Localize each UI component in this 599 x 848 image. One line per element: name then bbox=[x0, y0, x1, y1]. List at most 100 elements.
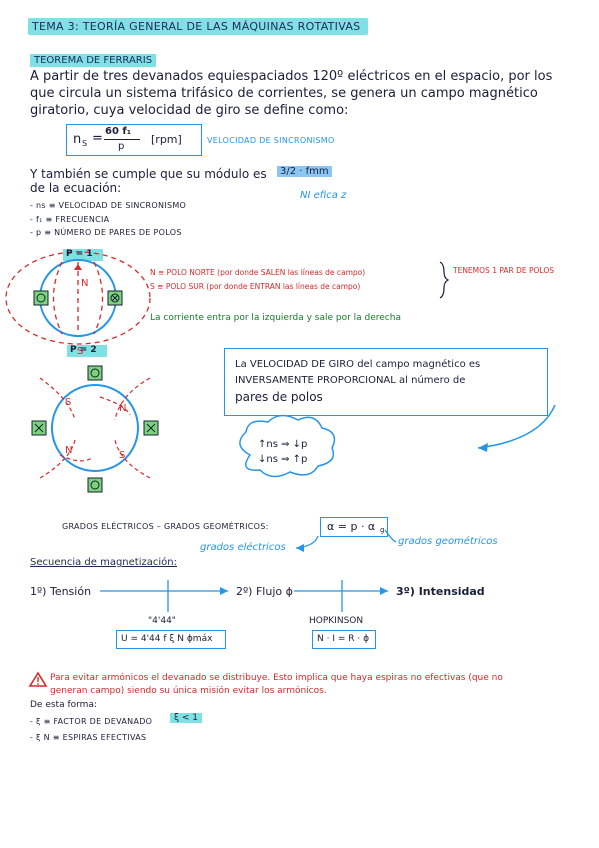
sequence-arrow-1-head-icon bbox=[220, 587, 228, 595]
page-title: TEMA 3: TEORÍA GENERAL DE LAS MÁQUINAS R… bbox=[28, 18, 369, 35]
equation-line: de la ecuación: bbox=[30, 181, 122, 195]
p2-field-line bbox=[114, 439, 151, 479]
cloud-text: ↑ns ⇒ ↓p ↓ns ⇒ ↑p bbox=[258, 437, 307, 467]
intro-paragraph: A partir de tres devanados equiespaciado… bbox=[30, 68, 590, 119]
definition-item: - f₁ ≡ FRECUENCIA bbox=[30, 214, 110, 224]
p1-label-highlight bbox=[63, 249, 103, 261]
cloud-line: ↑ns ⇒ ↓p bbox=[258, 439, 308, 450]
cloud-shape bbox=[239, 414, 336, 478]
degrees-text: GRADOS ELÉCTRICOS – GRADOS GEOMÉTRICOS: bbox=[62, 522, 269, 531]
formula-lhs-sub: S bbox=[82, 139, 88, 148]
warning-line: generan campo) siendo su única misión ev… bbox=[50, 686, 327, 696]
law2-formula: N · I = R · ϕ bbox=[312, 630, 376, 649]
p2-field-line bbox=[59, 454, 93, 462]
p2-field-line bbox=[39, 377, 76, 421]
definition-item: - ns ≡ VELOCIDAD DE SINCRONISMO bbox=[30, 201, 187, 210]
p2-label-highlight bbox=[67, 345, 107, 357]
formula-lhs: n bbox=[73, 132, 82, 147]
xi-highlight: ξ < 1 bbox=[170, 713, 203, 723]
synchronism-label: VELOCIDAD DE SINCRONISMO bbox=[207, 136, 335, 145]
definitions-list: - ns ≡ VELOCIDAD DE SINCRONISMO - f₁ ≡ F… bbox=[30, 199, 186, 240]
p2-coil-top-icon bbox=[90, 368, 100, 378]
step-tension: 1º) Tensión bbox=[30, 585, 92, 598]
modulus-line: Y también se cumple que su módulo es bbox=[30, 167, 267, 181]
info-arrow-head-icon bbox=[478, 443, 488, 452]
law1-formula: U = 4'44 f ξ N ϕmáx bbox=[116, 630, 226, 649]
warning-text: Para evitar armónicos el devanado se dis… bbox=[50, 672, 595, 698]
inverse-proportion-box: La VELOCIDAD DE GIRO del campo magnético… bbox=[224, 348, 548, 416]
warning-line: Para evitar armónicos el devanado se dis… bbox=[50, 673, 503, 683]
p1-label: P = 1 bbox=[66, 249, 93, 259]
p2-coil-bottom-icon bbox=[90, 480, 100, 490]
step-flux: 2º) Flujo ϕ bbox=[236, 585, 293, 598]
p2-coil-left-cross-icon bbox=[34, 423, 44, 433]
formula-denominator: p bbox=[118, 141, 125, 152]
law2-name: HOPKINSON bbox=[309, 616, 364, 626]
electric-arrow bbox=[295, 535, 319, 549]
p2-pole-n2: N bbox=[65, 445, 73, 456]
p1-coil-left bbox=[33, 290, 49, 306]
fraction-bar bbox=[104, 139, 140, 140]
intro-line: A partir de tres devanados equiespaciado… bbox=[30, 69, 553, 84]
form-line: De esta forma: bbox=[30, 700, 97, 710]
degrees-formula-sub: g bbox=[380, 526, 385, 534]
p2-field-line bbox=[39, 439, 76, 479]
formula-equals: = bbox=[92, 131, 103, 146]
p2-field-line bbox=[99, 396, 131, 416]
p1-arrow-icon bbox=[74, 264, 82, 270]
cloud-line: ↓ns ⇒ ↑p bbox=[258, 454, 308, 465]
synchronism-formula-box: n S = 60 f₁ p [rpm] bbox=[66, 124, 202, 156]
p2-pole-s1: S bbox=[65, 397, 72, 408]
warning-items: - ξ ≡ FACTOR DE DEVANADO - ξ N ≡ ESPIRAS… bbox=[30, 714, 152, 746]
p2-pole-n1: N bbox=[119, 403, 127, 414]
formula-unit: [rpm] bbox=[151, 133, 182, 146]
p2-label: P = 2 bbox=[70, 345, 97, 355]
p2-coil-top bbox=[87, 365, 103, 381]
intro-line: que circula un sistema trifásico de corr… bbox=[30, 86, 538, 101]
warning-item: - ξ N ≡ ESPIRAS EFECTIVAS bbox=[30, 733, 147, 742]
info-box-text: La VELOCIDAD DE GIRO del campo magnético… bbox=[235, 357, 480, 405]
warning-triangle-icon bbox=[28, 671, 48, 687]
p1-diagram bbox=[5, 249, 151, 345]
warning-item: - ξ ≡ FACTOR DE DEVANADO bbox=[30, 717, 153, 726]
definition-item: - p ≡ NÚMERO DE PARES DE POLOS bbox=[30, 228, 182, 237]
p2-field-line bbox=[114, 377, 151, 421]
current-note: La corriente entra por la izquierda y sa… bbox=[150, 313, 401, 323]
p1-north-label: N bbox=[81, 278, 89, 289]
pole-definitions: N ≡ POLO NORTE (por donde SALEN las líne… bbox=[150, 266, 365, 294]
modulus-value: 3/2 · fmm bbox=[277, 166, 332, 177]
p2-coil-bottom bbox=[87, 477, 103, 493]
info-arrow bbox=[477, 404, 556, 449]
p1-field-line-right bbox=[93, 261, 104, 335]
p2-diagram bbox=[31, 345, 159, 493]
step-intensity: 3º) Intensidad bbox=[396, 585, 485, 598]
electric-arrow-head-icon bbox=[296, 544, 304, 552]
geometric-arrow bbox=[384, 529, 397, 543]
warning-dot bbox=[37, 683, 39, 685]
info-box-line: La VELOCIDAD DE GIRO del campo magnético… bbox=[235, 359, 481, 370]
modulus-note: NI efica z bbox=[300, 190, 347, 201]
p2-pole-s2: S bbox=[119, 450, 126, 461]
p1-cross-icon bbox=[111, 294, 119, 302]
law1-name: "4'44" bbox=[148, 616, 176, 626]
p1-coil-left-dot-icon bbox=[36, 293, 46, 303]
pole-definition: N ≡ POLO NORTE (por donde SALEN las líne… bbox=[150, 268, 366, 277]
info-box-line: INVERSAMENTE PROPORCIONAL al número de bbox=[235, 375, 466, 386]
pole-definition: S ≡ POLO SUR (por donde ENTRAN las línea… bbox=[150, 282, 361, 291]
info-box-line: pares de polos bbox=[235, 390, 323, 404]
p1-field-line-left bbox=[52, 261, 63, 335]
p2-coil-right-cross-icon bbox=[146, 423, 156, 433]
intro-line: giratorio, cuya velocidad de giro se def… bbox=[30, 103, 349, 118]
electric-degrees-label: grados eléctricos bbox=[200, 542, 286, 553]
p1-coil-right-cross-icon bbox=[110, 293, 120, 303]
poles-brace bbox=[439, 261, 450, 299]
geometric-degrees-label: grados geométricos bbox=[398, 536, 498, 547]
degrees-formula: α = p · α bbox=[327, 520, 376, 533]
degrees-formula-box: α = p · α g bbox=[320, 517, 388, 537]
p1-south-label: S bbox=[77, 346, 84, 357]
sequence-arrow-2-head-icon bbox=[380, 587, 388, 595]
sequence-heading: Secuencia de magnetización: bbox=[30, 557, 177, 568]
p2-stator-ring bbox=[51, 384, 139, 472]
p1-field-line-outer bbox=[5, 251, 151, 345]
